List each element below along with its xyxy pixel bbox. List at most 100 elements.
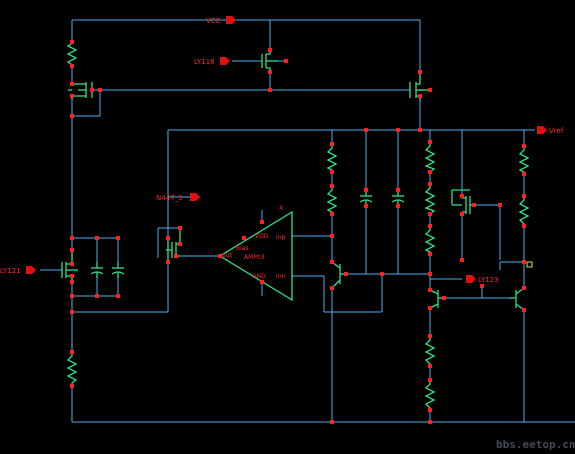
node-dot <box>330 286 334 290</box>
pin-n447 <box>190 193 200 201</box>
node-dot <box>330 260 334 264</box>
node-dot <box>166 236 170 240</box>
node-dot <box>428 408 432 412</box>
node-dot <box>330 184 334 188</box>
node-dot <box>522 224 526 228</box>
node-dot <box>70 114 74 118</box>
amp-inp-label: inp <box>276 234 285 241</box>
node-dot <box>70 94 74 98</box>
pin-vcc <box>226 16 236 24</box>
node-dot <box>522 260 526 264</box>
node-dot <box>70 262 74 266</box>
node-dot <box>70 82 74 86</box>
node-dot <box>178 242 182 246</box>
pin-ly123 <box>466 275 476 283</box>
pin-ly118 <box>220 57 230 65</box>
node-dot <box>260 280 264 284</box>
resistor-r5 <box>424 142 436 173</box>
node-dot <box>116 236 120 240</box>
amplifier-triangle <box>218 210 293 302</box>
node-dot <box>95 236 99 240</box>
amp-marker: X <box>279 205 283 212</box>
watermark: bbs.eetop.cn <box>496 438 575 451</box>
node-dot <box>522 308 526 312</box>
node-dot <box>70 310 74 314</box>
node-dot <box>428 378 432 382</box>
node-dot <box>396 128 400 132</box>
node-dot <box>166 260 170 264</box>
node-dot <box>70 280 74 284</box>
node-dot <box>418 94 422 98</box>
pin-vref <box>537 126 547 134</box>
capacitor-c2 <box>111 262 125 278</box>
resistor-r10 <box>518 146 530 174</box>
node-dot <box>428 212 432 216</box>
node-dot <box>380 272 384 276</box>
node-dot <box>344 272 348 276</box>
node-dot <box>330 142 334 146</box>
node-dot <box>480 284 484 288</box>
node-dot <box>428 224 432 228</box>
pin-labels: VCC LY118 Vref N447_5 LY121 LY123 <box>0 17 564 284</box>
pin-vref-label: Vref <box>549 127 564 135</box>
node-dot <box>284 59 288 63</box>
node-dot <box>268 88 272 92</box>
node-dot <box>116 294 120 298</box>
node-dot <box>428 306 432 310</box>
node-dot <box>70 274 74 278</box>
node-dot <box>522 172 526 176</box>
amp-vdd-label: VDD <box>255 233 269 240</box>
capacitors <box>90 190 405 278</box>
node-dot <box>178 226 182 230</box>
node-dot <box>95 294 99 298</box>
node-dot <box>428 170 432 174</box>
node-dot <box>428 88 432 92</box>
node-dot <box>522 144 526 148</box>
pins <box>26 16 547 283</box>
node-dot <box>428 272 432 276</box>
pin-ly121-label: LY121 <box>0 267 21 275</box>
node-dot <box>498 203 502 207</box>
resistor-r9 <box>424 380 436 410</box>
amp-gnd-label: GND <box>252 273 266 280</box>
node-dot <box>418 128 422 132</box>
node-dot <box>174 254 178 258</box>
probe-marker <box>526 261 533 268</box>
pin-ly118-label: LY118 <box>194 58 215 66</box>
node-dot <box>70 294 74 298</box>
node-dot <box>330 170 334 174</box>
node-dot <box>70 248 74 252</box>
node-dot <box>428 252 432 256</box>
resistor-r2 <box>66 352 78 386</box>
node-dot <box>218 254 222 258</box>
node-dot <box>268 48 272 52</box>
node-dot <box>330 212 334 216</box>
node-dot <box>522 194 526 198</box>
node-dot <box>428 420 432 424</box>
node-dot <box>330 234 334 238</box>
amp-out-label: out <box>222 252 232 259</box>
amp-bias-label: Bias <box>236 245 249 252</box>
resistor-r4 <box>326 186 338 214</box>
resistor-r8 <box>424 336 436 366</box>
pin-vcc-label: VCC <box>206 17 221 25</box>
node-dot <box>242 236 246 240</box>
node-dot <box>364 128 368 132</box>
resistor-r7 <box>424 226 436 254</box>
node-dot <box>70 40 74 44</box>
node-dot <box>98 88 102 92</box>
node-dot <box>330 420 334 424</box>
amplifier-amp03[interactable]: AMP03 out Bias VDD GND inp inn X <box>218 205 293 302</box>
node-dot <box>396 188 400 192</box>
node-dot <box>418 70 422 74</box>
node-dot <box>428 334 432 338</box>
capacitor-c1 <box>90 262 104 278</box>
node-dot <box>396 204 400 208</box>
node-dot <box>460 194 464 198</box>
pmos-m2 <box>409 72 430 100</box>
pin-ly121 <box>26 266 36 274</box>
resistor-r3 <box>326 144 338 172</box>
nodes <box>70 40 526 424</box>
